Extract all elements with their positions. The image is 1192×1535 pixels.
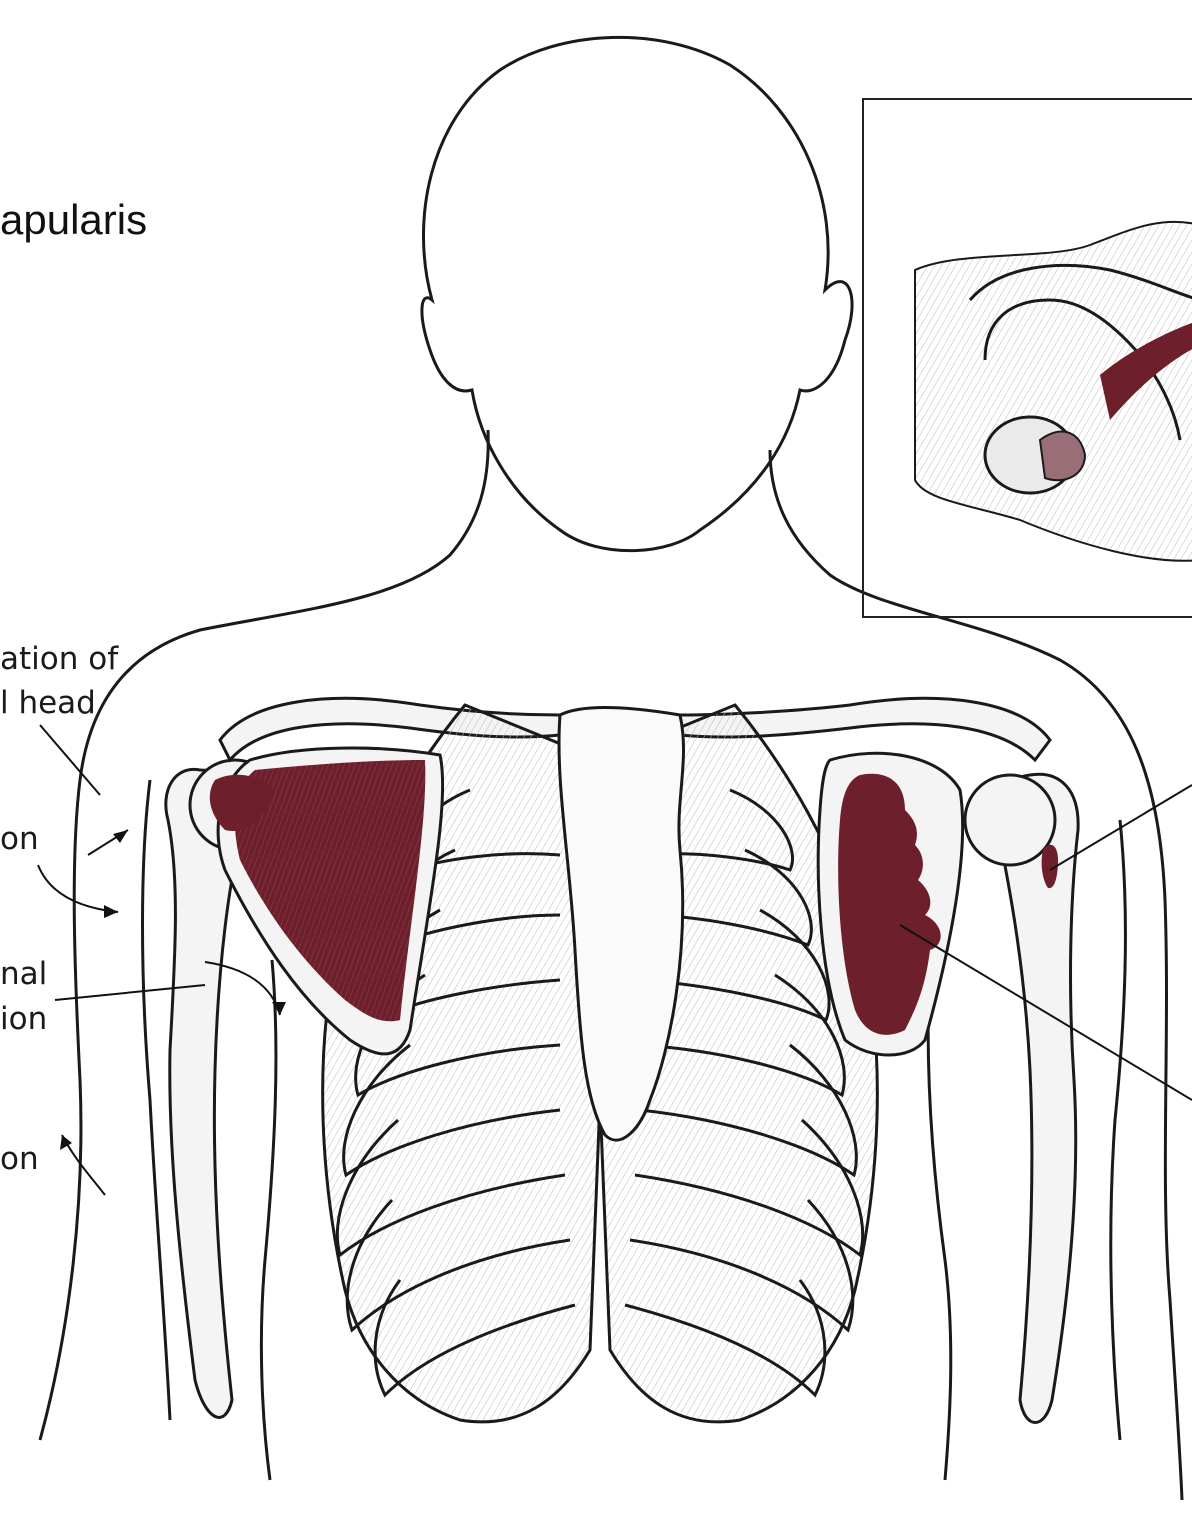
label-head-line2: l head [0, 684, 96, 722]
label-hal-line2: ion [0, 1000, 47, 1038]
diagram-title: apularis [0, 196, 147, 244]
label-head-line1: ation of [0, 640, 118, 678]
left-scapula [210, 748, 443, 1054]
label-hal-line1: nal [0, 955, 47, 993]
right-humerus [965, 774, 1078, 1422]
label-on-2: on [0, 1140, 39, 1178]
inset-frame [862, 98, 1192, 618]
label-on-1: on [0, 820, 39, 858]
